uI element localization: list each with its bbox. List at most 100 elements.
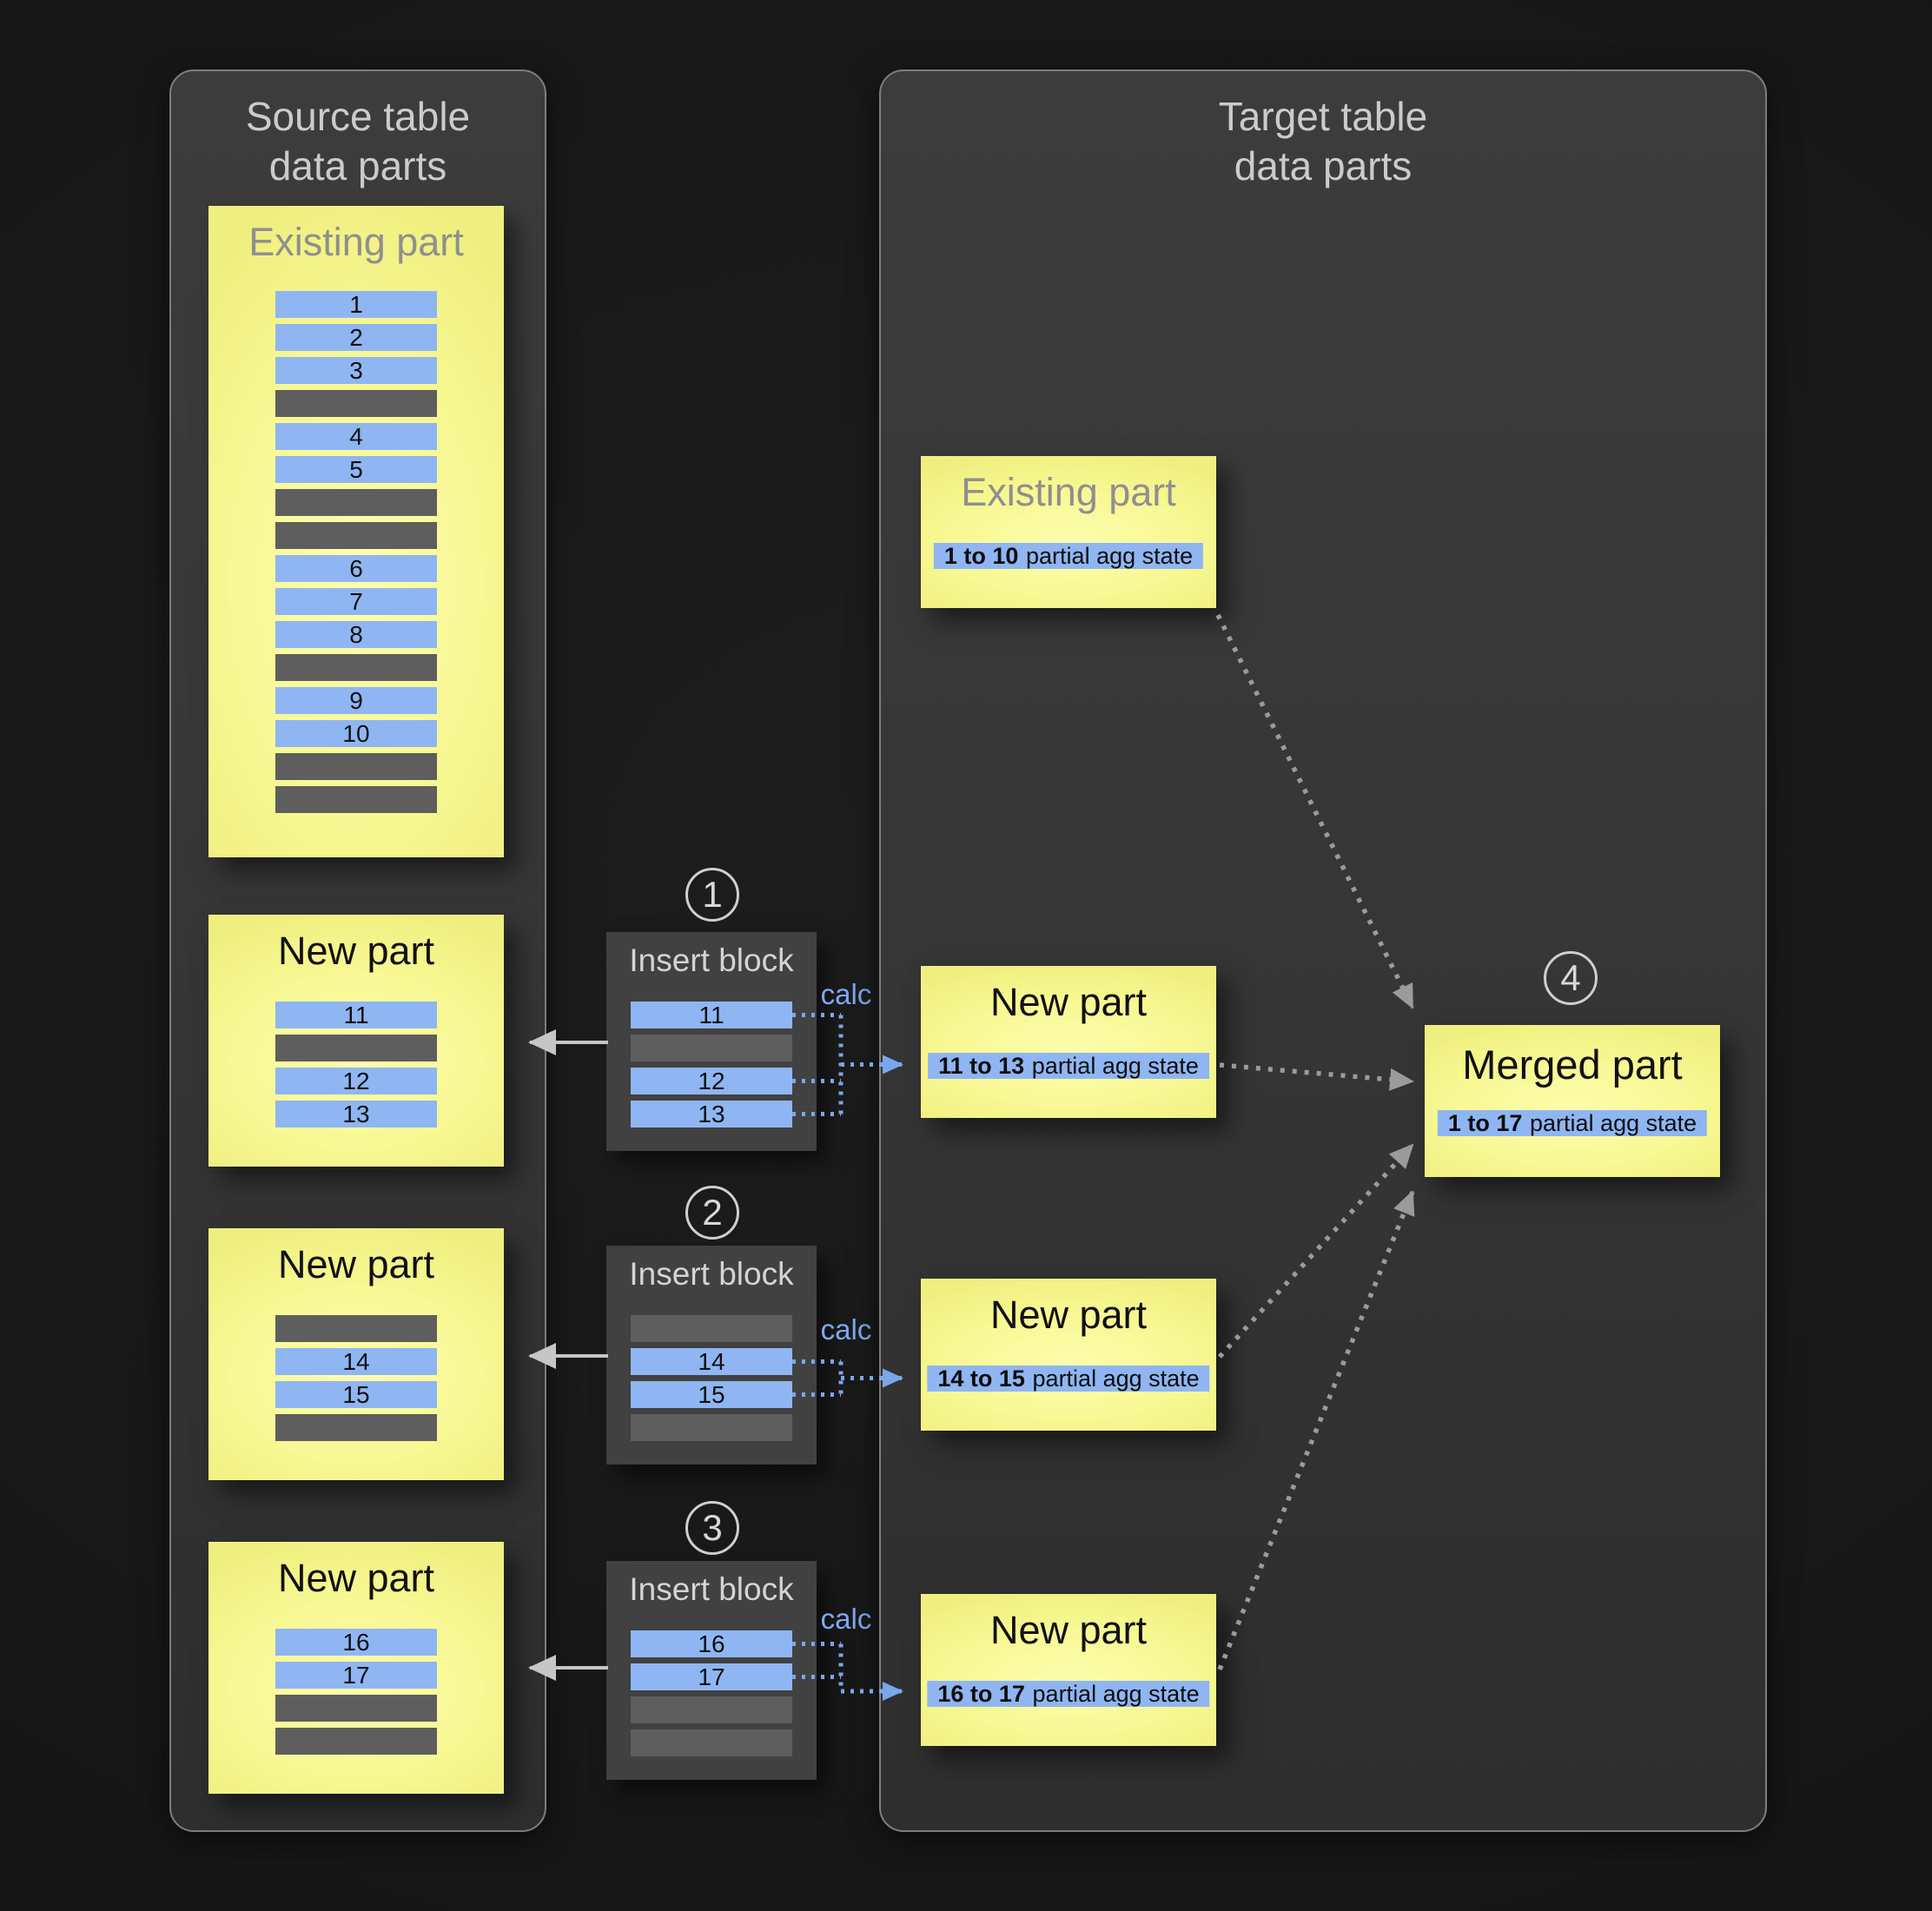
empty-row [275,1315,437,1342]
empty-row [631,1035,792,1061]
agg-range: 11 to 13 [938,1052,1025,1079]
source-existing-part: Existing part 1 2 3 4 5 6 7 8 9 10 [208,206,504,857]
empty-row [275,1414,437,1441]
target-panel: Target table data parts [879,69,1767,1832]
data-row: 6 [275,555,437,582]
insert-block-title: Insert block [629,942,794,978]
data-row: 8 [275,621,437,648]
agg-state-chip: 14 to 15 partial agg state [927,1365,1210,1392]
step-number: 1 [702,874,723,915]
agg-state-chip: 1 to 10 partial agg state [933,542,1204,569]
part-title: New part [277,929,435,973]
data-row: 5 [275,456,437,483]
source-panel-title: Source table data parts [245,94,471,188]
target-panel-title: Target table data parts [1218,94,1428,188]
row-list: 11 12 13 [275,1002,437,1134]
data-row: 9 [275,687,437,714]
agg-state-chip: 16 to 17 partial agg state [927,1680,1210,1707]
data-row: 10 [275,720,437,747]
empty-row [275,1728,437,1755]
data-row: 17 [631,1663,792,1690]
part-title: New part [277,1242,435,1286]
empty-row [275,522,437,549]
target-new-part-2: New part 14 to 15 partial agg state [921,1279,1216,1431]
agg-range: 16 to 17 [937,1680,1025,1707]
empty-row [275,786,437,813]
empty-row [631,1729,792,1756]
data-row: 2 [275,324,437,351]
step-number: 3 [702,1507,723,1548]
part-title: New part [277,1556,435,1600]
agg-suffix: partial agg state [1032,1365,1200,1392]
empty-row [275,1695,437,1722]
data-row: 16 [275,1629,437,1656]
data-row: 14 [631,1348,792,1375]
empty-row [275,489,437,516]
empty-row [275,390,437,417]
empty-row [631,1696,792,1723]
agg-range: 1 to 10 [943,542,1019,569]
step-4-badge: 4 [1544,951,1598,1005]
agg-range: 1 to 17 [1447,1109,1523,1136]
agg-suffix: partial agg state [1031,1052,1199,1079]
data-row: 3 [275,357,437,384]
step-number: 2 [702,1192,723,1233]
agg-state-chip: 1 to 17 partial agg state [1437,1109,1708,1136]
data-row: 11 [631,1002,792,1028]
part-title: New part [989,980,1148,1024]
data-row: 12 [275,1068,437,1094]
empty-row [631,1414,792,1441]
part-title: New part [989,1293,1148,1337]
step-1-badge: 1 [685,868,739,922]
step-3-badge: 3 [685,1501,739,1555]
insert-block-title: Insert block [629,1256,794,1292]
part-title: Existing part [961,470,1176,514]
data-row: 13 [275,1101,437,1127]
data-row: 15 [631,1381,792,1408]
part-title: Existing part [248,220,464,264]
data-row: 1 [275,291,437,318]
agg-range: 14 to 15 [937,1365,1025,1392]
data-row: 16 [631,1630,792,1657]
agg-suffix: partial agg state [1026,542,1194,569]
target-existing-part: Existing part 1 to 10 partial agg state [921,456,1216,608]
data-row: 4 [275,423,437,450]
merged-part: Merged part 1 to 17 partial agg state [1425,1025,1720,1177]
empty-row [275,654,437,681]
calc-label-2: calc [820,1313,872,1346]
agg-suffix: partial agg state [1032,1680,1200,1707]
calc-label-1: calc [820,978,872,1010]
source-new-part-1: New part 11 12 13 [208,915,504,1167]
target-new-part-3: New part 16 to 17 partial agg state [921,1594,1216,1746]
data-row: 14 [275,1348,437,1375]
empty-row [631,1315,792,1342]
insert-block-title: Insert block [629,1571,794,1607]
data-row: 13 [631,1101,792,1127]
agg-suffix: partial agg state [1530,1109,1697,1136]
data-row: 7 [275,588,437,615]
data-row: 11 [275,1002,437,1028]
step-2-badge: 2 [685,1186,739,1240]
calc-label-3: calc [820,1603,872,1635]
part-title: Merged part [1462,1041,1683,1088]
data-row: 17 [275,1662,437,1689]
empty-row [275,1035,437,1061]
part-title: New part [989,1608,1148,1652]
data-row: 15 [275,1381,437,1408]
step-number: 4 [1560,957,1581,998]
empty-row [275,753,437,780]
row-list: 1 2 3 4 5 6 7 8 9 10 [275,291,437,819]
